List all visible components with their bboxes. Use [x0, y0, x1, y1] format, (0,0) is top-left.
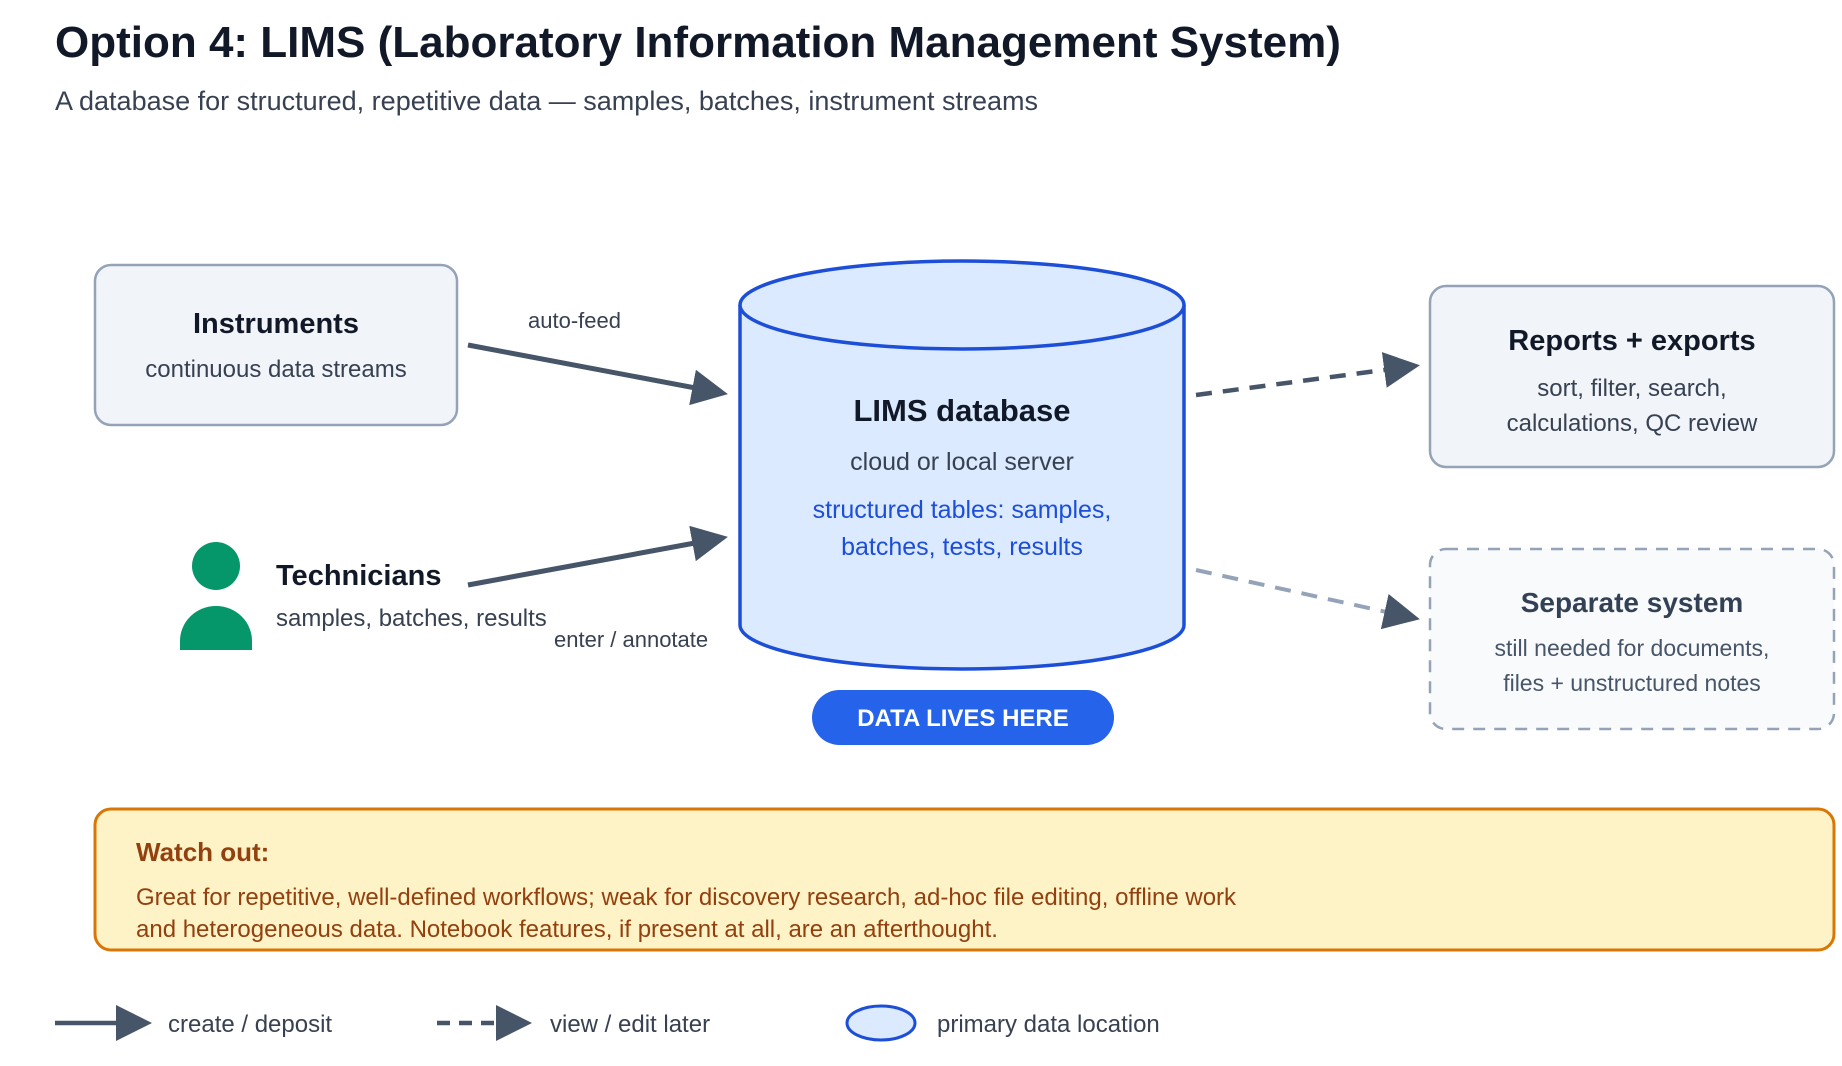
watch-out-box [93, 807, 1836, 952]
separate-system-dashed-arrow [1195, 568, 1420, 630]
legend-ellipse-icon [845, 1004, 917, 1042]
enter-annotate-arrow [467, 525, 728, 588]
database-detail-line2: batches, tests, results [841, 533, 1083, 561]
auto-feed-label: auto-feed [528, 308, 621, 333]
separate-system-line2: files + unstructured notes [1503, 670, 1761, 696]
reports-title: Reports + exports [1508, 325, 1755, 357]
data-lives-here-badge [812, 690, 1114, 745]
legend-ellipse-label: primary data location [937, 1011, 1160, 1038]
page-title: Option 4: LIMS (Laboratory Information M… [55, 18, 1341, 67]
watch-out-heading: Watch out: [136, 837, 269, 867]
reports-dashed-arrow [1195, 352, 1420, 398]
technicians-title: Technicians [276, 560, 441, 592]
lims-database-cylinder-top [738, 259, 1186, 351]
instruments-subtitle: continuous data streams [145, 356, 406, 383]
reports-line2: calculations, QC review [1507, 410, 1758, 437]
enter-annotate-label: enter / annotate [554, 627, 708, 652]
data-lives-here-label: DATA LIVES HERE [857, 705, 1069, 732]
technicians-subtitle: samples, batches, results [276, 605, 547, 632]
reports-line1: sort, filter, search, [1537, 375, 1726, 402]
reports-exports-box [1428, 284, 1836, 469]
separate-system-line1: still needed for documents, [1495, 635, 1770, 661]
database-subtitle: cloud or local server [850, 448, 1074, 476]
legend-solid-label: create / deposit [168, 1011, 332, 1038]
page-subtitle: A database for structured, repetitive da… [55, 86, 1038, 116]
watch-out-line1: Great for repetitive, well-defined workf… [136, 884, 1237, 911]
separate-system-box [1428, 547, 1836, 731]
instruments-box [93, 263, 459, 427]
separate-system-title: Separate system [1521, 587, 1744, 618]
auto-feed-arrow [467, 342, 728, 406]
technician-person-head-icon [192, 542, 240, 590]
watch-out-line2: and heterogeneous data. Notebook feature… [136, 916, 998, 943]
lims-database-cylinder [738, 305, 1186, 671]
technician-person-body-icon [180, 606, 252, 650]
database-title: LIMS database [853, 393, 1070, 428]
instruments-title: Instruments [193, 308, 359, 340]
database-detail-line1: structured tables: samples, [813, 496, 1112, 524]
legend-dashed-label: view / edit later [550, 1011, 710, 1038]
